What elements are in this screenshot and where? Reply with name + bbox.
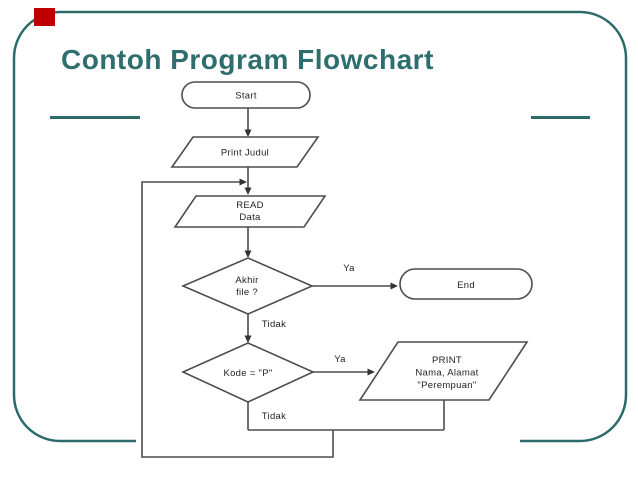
read-data-label-line1: READ — [236, 200, 264, 211]
arrowhead-print-read — [244, 187, 252, 195]
kode-p-label: Kode = "P" — [223, 368, 272, 379]
read-data-node — [173, 195, 327, 228]
print-judul-label: Print Judul — [221, 148, 269, 159]
arrowhead-akhir-end — [390, 282, 398, 290]
edge-label-kode-tidak: Tidak — [262, 411, 286, 422]
arrowhead-start-print — [244, 129, 252, 137]
print-perempuan-label-line1: PRINT — [432, 355, 462, 366]
accent-dash-left — [50, 116, 140, 119]
loop-back-line — [141, 181, 334, 458]
read-data-label-line2: Data — [239, 212, 261, 223]
edge-label-kode-ya: Ya — [334, 354, 346, 365]
edge-label-akhir-ya: Ya — [343, 263, 355, 274]
start-node — [181, 81, 311, 109]
end-node — [399, 268, 533, 300]
red-marker — [34, 8, 55, 26]
print-perempuan-node — [358, 341, 529, 401]
start-label: Start — [235, 91, 257, 102]
arrowhead-kode-print — [367, 368, 375, 376]
edge-label-akhir-tidak: Tidak — [262, 319, 286, 330]
akhir-file-label-line1: Akhir — [235, 275, 258, 286]
akhir-file-decision-node — [180, 257, 314, 315]
slide-title: Contoh Program Flowchart — [61, 44, 434, 75]
print-perempuan-label-line2: Nama, Alamat — [415, 368, 478, 379]
end-label: End — [457, 280, 475, 291]
accent-dash-right — [531, 116, 590, 119]
arrowhead-loop-join — [239, 178, 247, 186]
akhir-file-label-line2: file ? — [236, 287, 258, 298]
print-judul-node — [170, 136, 320, 168]
arrowhead-akhir-kode — [244, 335, 252, 343]
arrowhead-read-akhir — [244, 250, 252, 258]
print-perempuan-label-line3: "Perempuan" — [417, 380, 476, 391]
kode-p-decision-node — [181, 342, 315, 403]
